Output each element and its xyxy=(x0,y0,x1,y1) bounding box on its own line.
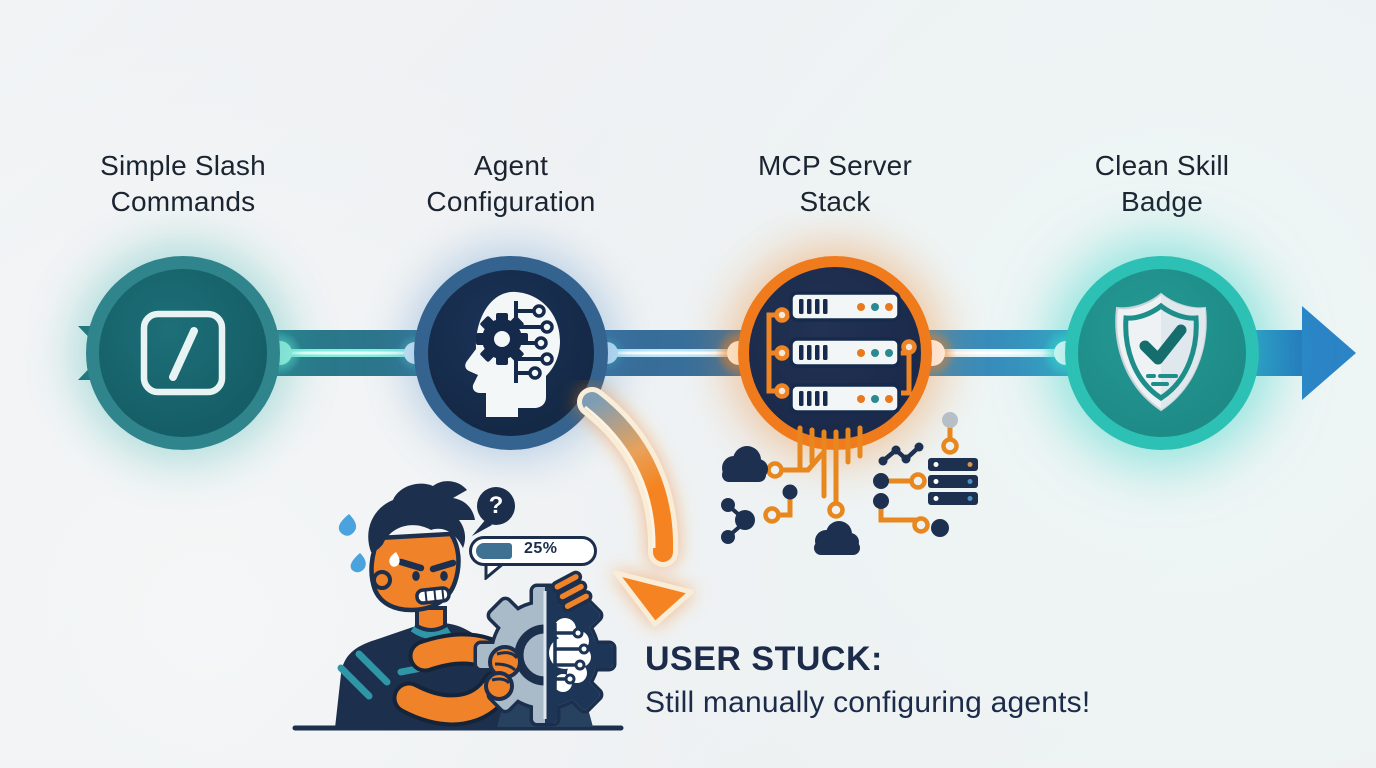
stage-label-agent-configuration: Agent Configuration xyxy=(426,150,596,217)
callout-subtitle: Still manually configuring agents! xyxy=(645,686,1091,719)
shield-dashes xyxy=(1146,374,1178,386)
sweat-drops-icon xyxy=(338,514,366,573)
callout-title: USER STUCK: xyxy=(645,640,883,678)
brain-circuit-glyph xyxy=(549,618,591,692)
stage-node-slash-commands xyxy=(86,256,280,450)
user-stuck-callout: USER STUCK: Still manually configuring a… xyxy=(645,640,1090,720)
slash-command-icon xyxy=(140,310,226,396)
molecule-icon xyxy=(721,498,755,544)
circuit-traces xyxy=(775,424,953,523)
question-mark: ? xyxy=(488,492,504,519)
angry-eyebrows xyxy=(397,558,457,573)
cloud-icon xyxy=(722,446,768,482)
stage-label-mcp-server-stack: MCP Server Stack xyxy=(758,150,912,217)
hair xyxy=(368,481,475,552)
progress-bubble: 25% xyxy=(469,536,597,566)
stage-label-simple-slash-commands: Simple Slash Commands xyxy=(100,150,266,217)
gritted-teeth-mouth xyxy=(415,586,451,605)
integration-icons xyxy=(721,412,978,555)
stage-node-clean-skill-badge xyxy=(1065,256,1259,450)
user-head xyxy=(368,481,475,632)
pin-node-icon xyxy=(942,412,958,428)
frustrated-user-illustration xyxy=(292,481,624,731)
checkmark-glyph xyxy=(1139,324,1187,365)
flow-arrowhead-icon xyxy=(1302,306,1356,400)
progress-bar-fill xyxy=(476,543,512,559)
curved-arrow-icon xyxy=(577,387,694,627)
sweat-drop-white xyxy=(389,552,400,567)
question-bubble: ? xyxy=(477,487,515,525)
progress-value: 25% xyxy=(524,540,558,557)
server-status-lights xyxy=(857,303,893,403)
user-hands xyxy=(484,570,593,701)
line-chart-icon xyxy=(878,442,924,466)
ai-head-gear-icon xyxy=(465,291,560,417)
circuit-glyph xyxy=(514,301,542,383)
stage-label-clean-skill-badge: Clean Skill Badge xyxy=(1094,150,1230,217)
server-stack-icon xyxy=(766,291,917,414)
shield-check-icon xyxy=(1115,292,1207,412)
server-racks xyxy=(789,291,901,414)
mini-server-icon xyxy=(928,458,978,505)
cloud-icon-2 xyxy=(814,521,860,555)
question-bubble-tail xyxy=(472,519,492,536)
